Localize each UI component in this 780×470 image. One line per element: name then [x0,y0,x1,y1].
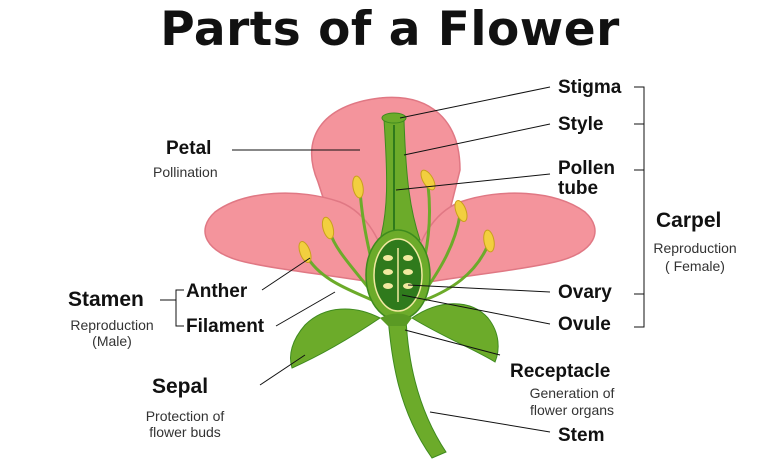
leader-line-pollen-tube [395,173,551,191]
anther [321,216,335,240]
leader-line-stem [429,411,551,433]
label-pollen-tube-1: Pollen [558,158,616,179]
sepal-desc-2: flower buds [149,424,221,440]
anther [352,175,364,199]
style [379,119,421,241]
leader-line-ovule [401,294,551,325]
page-title: Parts of a Flower [160,2,620,57]
filament [424,244,490,302]
anther [420,169,436,191]
ovule [383,269,393,275]
carpel-desc-2: ( Female) [665,258,725,274]
leader-line-ovary [407,284,551,293]
stigma [381,112,407,124]
sepal-desc-1: Protection of [145,408,225,424]
label-ovule: Ovule [558,314,611,335]
label-filament: Filament [186,316,265,337]
leader-line-receptacle [404,329,501,356]
anther [454,200,468,222]
leader-line-anther [261,257,311,291]
label-pollen-tube-2: tube [558,178,599,199]
leader-line-sepal [259,354,306,386]
carpel-desc-1: Reproduction [653,240,737,256]
label-stamen: Stamen [68,288,144,311]
right-petal [409,192,596,286]
label-ovary: Ovary [558,282,612,303]
leader-line-stigma [399,86,551,119]
stamen-desc-1: Reproduction [70,317,154,333]
label-petal: Petal [166,138,212,159]
anther [298,241,312,263]
ovule [403,255,413,261]
stem [387,317,447,459]
petal-desc: Pollination [153,164,218,180]
stamen-desc-2: (Male) [92,333,132,349]
label-receptacle: Receptacle [510,361,611,382]
right-sepal [411,303,499,363]
label-anther: Anther [186,281,248,302]
label-style: Style [558,114,604,135]
receptacle-desc-1: Generation of [529,385,615,401]
left-sepal [290,308,381,369]
carpel-bracket [634,86,645,328]
leader-line-filament [275,291,336,327]
label-carpel: Carpel [656,209,722,232]
ovule [383,255,393,261]
label-sepal: Sepal [152,375,209,398]
receptacle-desc-2: flower organs [529,402,615,418]
receptacle [380,313,412,326]
label-stem: Stem [558,425,605,446]
filament [304,254,373,302]
ovule [403,283,413,289]
anther [483,229,495,253]
leader-line-style [403,123,551,156]
stamen-bracket [175,289,184,327]
ovule [403,269,413,275]
ovule [383,283,393,289]
label-stigma: Stigma [558,77,622,98]
